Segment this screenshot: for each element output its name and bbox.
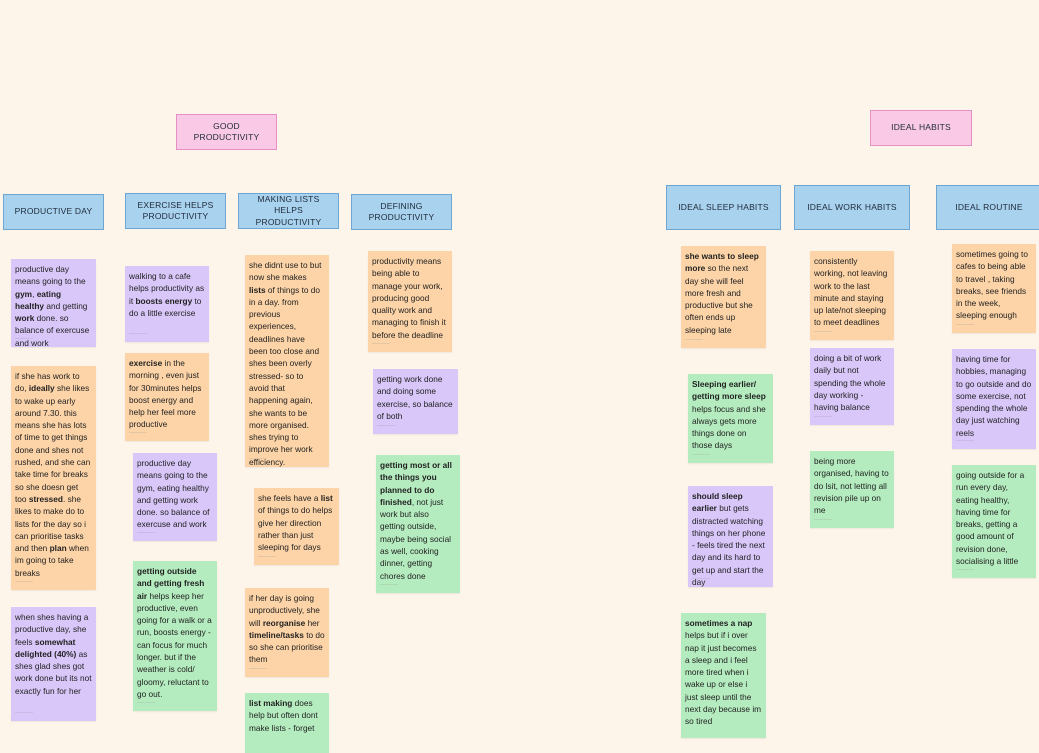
sticky-note[interactable]: should sleep earlier but gets distracted… [688, 486, 773, 587]
sticky-note[interactable]: getting outside and getting fresh air he… [133, 561, 217, 711]
note-author-mark: —————— [137, 699, 155, 704]
sticky-note[interactable]: she wants to sleep more so the next day … [681, 246, 766, 348]
sticky-note[interactable]: productivity means being able to manage … [368, 251, 452, 352]
column-header-exercise[interactable]: EXERCISE HELPS PRODUCTIVITY [125, 193, 226, 229]
note-author-mark: —————— [372, 340, 390, 345]
note-text: consistently working, not leaving work t… [814, 256, 888, 328]
note-author-mark: —————— [956, 321, 974, 326]
note-text: she wants to sleep more so the next day … [685, 251, 759, 335]
note-author-mark: —————— [814, 328, 832, 333]
sticky-note[interactable]: getting work done and doing some exercis… [373, 369, 458, 434]
note-author-mark: —————— [956, 566, 974, 571]
note-text: Sleeping earlier/ getting more sleep hel… [692, 379, 766, 451]
column-header-label: PRODUCTIVE DAY [14, 206, 93, 217]
sticky-note[interactable]: Sleeping earlier/ getting more sleep hel… [688, 374, 773, 463]
note-author-mark: —————— [129, 429, 147, 434]
note-author-mark: —————— [15, 709, 33, 714]
column-header-productive-day[interactable]: PRODUCTIVE DAY [3, 194, 104, 230]
sticky-note[interactable]: having time for hobbies, managing to go … [952, 349, 1036, 449]
sticky-note[interactable]: if her day is going unproductively, she … [245, 588, 329, 677]
note-text: exercise in the morning , even just for … [129, 358, 202, 430]
note-text: being more organised, having to do lsit,… [814, 456, 889, 516]
sticky-note[interactable]: if she has work to do, ideally she likes… [11, 366, 96, 590]
note-author-mark: —————— [249, 665, 267, 670]
sticky-note[interactable]: she feels have a list of things to do he… [254, 488, 339, 565]
note-author-mark: —————— [956, 437, 974, 442]
note-author-mark: —————— [129, 330, 147, 335]
column-header-sleep[interactable]: IDEAL SLEEP HABITS [666, 185, 781, 230]
note-text: getting work done and doing some exercis… [377, 374, 453, 421]
note-text: if her day is going unproductively, she … [249, 593, 325, 665]
column-header-lists[interactable]: MAKING LISTS HELPS PRODUCTIVITY [238, 193, 339, 229]
sticky-note[interactable]: sometimes a nap helps but if i over nap … [681, 613, 766, 738]
sticky-note[interactable]: sometimes going to cafes to being able t… [952, 244, 1036, 333]
column-header-label: EXERCISE HELPS PRODUCTIVITY [137, 199, 214, 221]
title-good-productivity[interactable]: GOOD PRODUCTIVITY [176, 114, 277, 150]
column-header-label: IDEAL ROUTINE [955, 201, 1023, 212]
note-author-mark: —————— [377, 422, 395, 427]
sticky-note[interactable]: list making does help but often dont mak… [245, 693, 329, 753]
note-text: she feels have a list of things to do he… [258, 493, 333, 553]
note-author-mark: —————— [692, 451, 710, 456]
note-text: getting outside and getting fresh air he… [137, 566, 212, 699]
note-text: walking to a cafe helps productivity as … [129, 271, 205, 318]
title-ideal-habits[interactable]: IDEAL HABITS [870, 110, 972, 146]
column-header-label: IDEAL SLEEP HABITS [678, 201, 769, 212]
sticky-note[interactable]: productive day means going to the gym, e… [133, 453, 217, 541]
sticky-note[interactable]: productive day means going to the gym, e… [11, 259, 96, 348]
column-header-routine[interactable]: IDEAL ROUTINE [936, 185, 1039, 230]
note-text: getting most or all the things you plann… [380, 460, 452, 581]
note-author-mark: —————— [685, 336, 703, 341]
note-text: when shes having a productive day, she f… [15, 612, 92, 696]
note-author-mark: —————— [692, 575, 710, 580]
sticky-note[interactable]: when shes having a productive day, she f… [11, 607, 96, 721]
sticky-note[interactable]: consistently working, not leaving work t… [810, 251, 894, 340]
note-author-mark: —————— [137, 529, 155, 534]
note-text: going outside for a run every day, eatin… [956, 470, 1025, 567]
title-ideal-habits-label: IDEAL HABITS [891, 122, 951, 133]
sticky-note[interactable]: doing a bit of work daily but not spendi… [810, 348, 894, 425]
column-header-defining[interactable]: DEFINING PRODUCTIVITY [351, 194, 452, 230]
note-author-mark: —————— [15, 335, 33, 340]
title-good-productivity-label: GOOD PRODUCTIVITY [193, 120, 260, 142]
note-text: having time for hobbies, managing to go … [956, 354, 1032, 438]
column-header-label: MAKING LISTS HELPS PRODUCTIVITY [255, 193, 322, 227]
sticky-note[interactable]: walking to a cafe helps productivity as … [125, 266, 209, 342]
note-author-mark: —————— [258, 553, 276, 558]
note-author-mark: —————— [15, 578, 33, 583]
column-header-work[interactable]: IDEAL WORK HABITS [794, 185, 910, 230]
note-text: if she has work to do, ideally she likes… [15, 371, 91, 578]
sticky-note[interactable]: getting most or all the things you plann… [376, 455, 460, 593]
sticky-note[interactable]: being more organised, having to do lsit,… [810, 451, 894, 528]
note-author-mark: —————— [249, 455, 267, 460]
note-text: doing a bit of work daily but not spendi… [814, 353, 886, 413]
column-header-label: IDEAL WORK HABITS [807, 201, 897, 212]
note-text: productive day means going to the gym, e… [137, 458, 210, 530]
note-author-mark: —————— [380, 581, 398, 586]
note-author-mark: —————— [814, 516, 832, 521]
note-text: productivity means being able to manage … [372, 256, 446, 340]
note-text: productive day means going to the gym, e… [15, 264, 90, 348]
note-text: should sleep earlier but gets distracted… [692, 491, 766, 588]
sticky-note[interactable]: she didnt use to but now she makes lists… [245, 255, 329, 467]
note-text: sometimes a nap helps but if i over nap … [685, 618, 762, 727]
column-header-label: DEFINING PRODUCTIVITY [368, 200, 435, 222]
note-text: list making does help but often dont mak… [249, 698, 318, 733]
sticky-note[interactable]: exercise in the morning , even just for … [125, 353, 209, 441]
note-text: she didnt use to but now she makes lists… [249, 260, 322, 467]
sticky-note[interactable]: going outside for a run every day, eatin… [952, 465, 1036, 578]
note-author-mark: —————— [814, 413, 832, 418]
note-text: sometimes going to cafes to being able t… [956, 249, 1028, 321]
